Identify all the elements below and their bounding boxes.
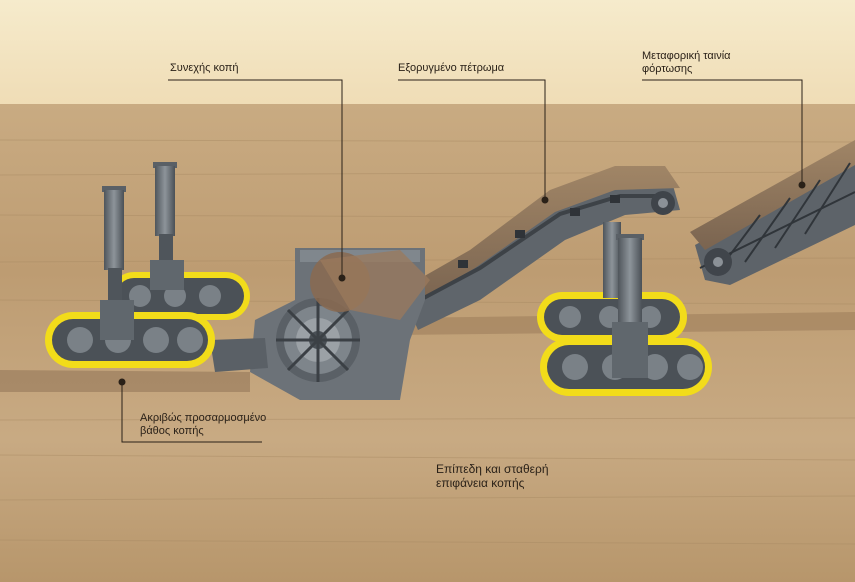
label-continuous-cut: Συνεχής κοπή <box>170 62 239 74</box>
sky <box>0 0 855 108</box>
main-conveyor <box>400 166 680 330</box>
cutting-drum <box>276 250 430 382</box>
right-columns <box>603 222 648 378</box>
label-cut-surface: Επίπεδη και σταθερή επιφάνεια κοπής <box>436 462 549 490</box>
loading-conveyor <box>690 140 855 285</box>
leader-lines <box>118 79 806 443</box>
label-conveyor-belt: Μεταφορική ταινία φόρτωσης <box>642 50 731 75</box>
left-columns <box>100 162 184 340</box>
label-excavated-rock: Εξορυγμένο πέτρωμα <box>398 62 505 74</box>
label-cut-depth: Ακριβώς προσαρμοσμένο βάθος κοπής <box>140 412 267 437</box>
left-rear-track <box>110 272 250 320</box>
